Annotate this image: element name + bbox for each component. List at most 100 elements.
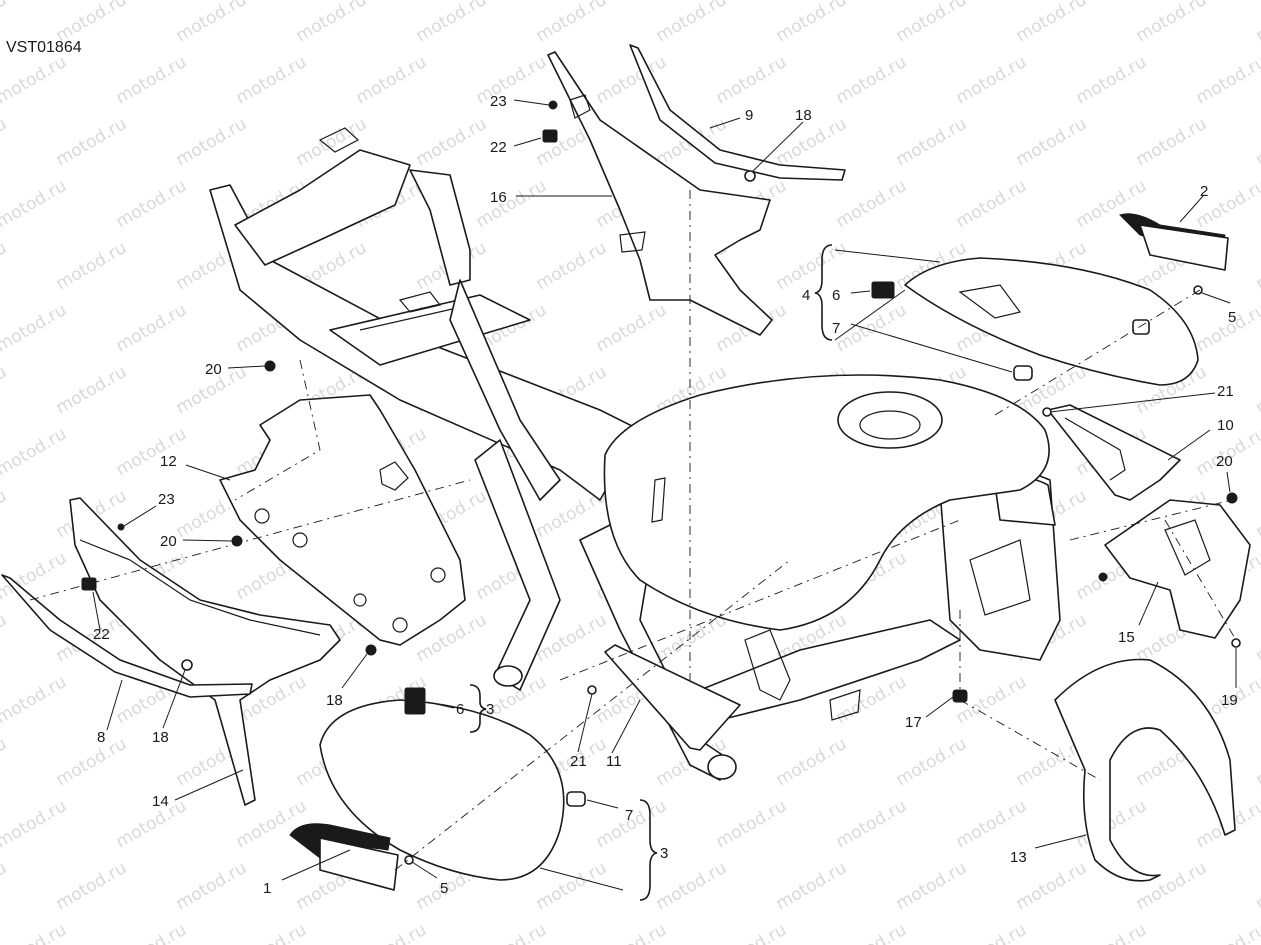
callout-8: 8 <box>97 729 105 746</box>
watermark-text: motod.ru <box>53 734 131 790</box>
watermark-text: motod.ru <box>893 858 971 914</box>
watermark-text: motod.ru <box>0 734 10 790</box>
callout-15: 15 <box>1118 629 1135 646</box>
watermark-text: motod.ru <box>0 486 10 542</box>
watermark-text: motod.ru <box>0 858 10 914</box>
callout-4: 4 <box>802 287 810 304</box>
part-4-side-cover <box>904 257 1199 386</box>
watermark-text: motod.ru <box>1253 0 1261 46</box>
watermark-text: motod.ru <box>953 796 1031 852</box>
callout-20-middle: 20 <box>160 533 177 550</box>
part-16-side-cover <box>547 51 773 336</box>
part-10-bracket <box>1047 404 1181 501</box>
callout-1: 1 <box>263 880 271 897</box>
watermark-text: motod.ru <box>113 424 191 480</box>
callout-16: 16 <box>490 189 507 206</box>
hardware <box>81 100 1241 865</box>
part-14-lower-cover <box>69 497 341 806</box>
watermark-text: motod.ru <box>1253 610 1261 666</box>
brace-4 <box>814 244 833 341</box>
watermark-text: motod.ru <box>173 858 251 914</box>
brace-3-lower <box>639 799 658 901</box>
watermark-text: motod.ru <box>713 796 791 852</box>
part-15-cover <box>1104 499 1251 639</box>
watermark-text: motod.ru <box>1193 920 1261 945</box>
callout-18-top: 18 <box>795 107 812 124</box>
callouts: 23 22 16 9 18 2 5 4 6 7 21 10 20 15 19 1… <box>93 93 1238 897</box>
callout-5-top: 5 <box>1228 309 1236 326</box>
watermark-text: motod.ru <box>833 52 911 108</box>
watermark-text: motod.ru <box>113 176 191 232</box>
watermark-text: motod.ru <box>533 858 611 914</box>
watermark-text: motod.ru <box>773 734 851 790</box>
watermark-text: motod.ru <box>0 176 70 232</box>
watermark-text: motod.ru <box>413 114 491 170</box>
watermark-text: motod.ru <box>53 858 131 914</box>
watermark-text: motod.ru <box>53 238 131 294</box>
callout-18-middle: 18 <box>326 692 343 709</box>
diagram-code: VST01864 <box>6 39 82 56</box>
watermark-text: motod.ru <box>1253 362 1261 418</box>
watermark-text: motod.ru <box>713 920 791 945</box>
callout-10: 10 <box>1217 417 1234 434</box>
callout-7-lower: 7 <box>625 807 633 824</box>
callout-11: 11 <box>606 753 622 770</box>
watermark-text: motod.ru <box>1013 0 1091 46</box>
part-9-trim-strip <box>629 44 846 181</box>
watermark-text: motod.ru <box>533 0 611 46</box>
watermark-text: motod.ru <box>53 362 131 418</box>
watermark-text: motod.ru <box>0 114 10 170</box>
watermark-text: motod.ru <box>1013 858 1091 914</box>
watermark-text: motod.ru <box>293 0 371 46</box>
watermark-text: motod.ru <box>1253 486 1261 542</box>
part-1-decal: SCRAMBLER <box>289 823 399 891</box>
callout-9: 9 <box>745 107 753 124</box>
watermark-text: motod.ru <box>1073 920 1151 945</box>
watermark-text: motod.ru <box>833 300 911 356</box>
watermark-text: motod.ru <box>53 114 131 170</box>
watermark-text: motod.ru <box>893 114 971 170</box>
watermark-text: motod.ru <box>413 0 491 46</box>
part-3-side-cover <box>319 699 565 881</box>
callout-23-left: 23 <box>158 491 175 508</box>
watermark-text: motod.ru <box>233 52 311 108</box>
watermark-text: motod.ru <box>773 0 851 46</box>
callout-20-right: 20 <box>1216 453 1233 470</box>
watermark-text: motod.ru <box>833 796 911 852</box>
part-13-hugger <box>1054 658 1236 882</box>
watermark-text: motod.ru <box>1013 114 1091 170</box>
watermark-text: motod.ru <box>653 858 731 914</box>
watermark-text: motod.ru <box>0 672 70 728</box>
watermark-text: motod.ru <box>353 920 431 945</box>
callout-23-top: 23 <box>490 93 507 110</box>
watermark-text: motod.ru <box>113 920 191 945</box>
fuel-tank <box>603 374 1050 631</box>
watermark-text: motod.ru <box>173 114 251 170</box>
leader-lines <box>92 99 1237 891</box>
watermark-text: motod.ru <box>233 920 311 945</box>
watermark-text: motod.ru <box>173 0 251 46</box>
watermark-text: motod.ru <box>353 52 431 108</box>
watermark-text: motod.ru <box>0 424 70 480</box>
watermark-text: motod.ru <box>953 52 1031 108</box>
callout-3-upper: 3 <box>486 701 494 718</box>
watermark-text: motod.ru <box>473 52 551 108</box>
watermark-text: motod.ru <box>1253 734 1261 790</box>
watermark-text: motod.ru <box>0 238 10 294</box>
watermark-text: motod.ru <box>593 920 671 945</box>
watermark-text: motod.ru <box>833 920 911 945</box>
watermark-text: motod.ru <box>473 920 551 945</box>
callout-17: 17 <box>905 714 922 731</box>
part-11-bracket <box>604 644 741 751</box>
watermark-text: motod.ru <box>1133 0 1211 46</box>
callout-13: 13 <box>1010 849 1027 866</box>
callout-7-top: 7 <box>832 320 840 337</box>
assembly-lines <box>29 190 1237 871</box>
watermark-text: motod.ru <box>0 52 70 108</box>
watermark-text: motod.ru <box>113 52 191 108</box>
watermark-text: motod.ru <box>1073 52 1151 108</box>
callout-12: 12 <box>160 453 177 470</box>
watermark-text: motod.ru <box>1253 858 1261 914</box>
watermark-text: motod.ru <box>113 300 191 356</box>
watermark-text: motod.ru <box>1193 52 1261 108</box>
